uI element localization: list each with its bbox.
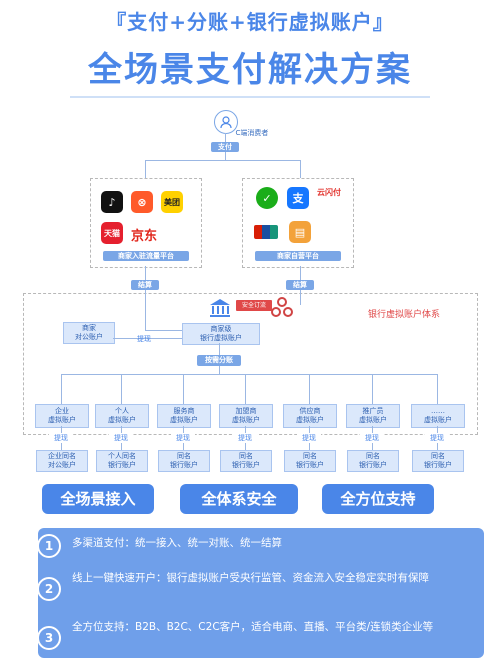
bottom-bank-account: 企业同名 对公账户 — [36, 450, 88, 472]
sub-virtual-account: 加盟商 虚拟账户 — [219, 404, 273, 428]
sub-virtual-account: 推广员 虚拟账户 — [346, 404, 400, 428]
connector-line — [437, 374, 438, 404]
bullet-text-1: 多渠道支付：统一接入、统一对账、统一结算 — [72, 537, 282, 549]
safe-tag: 安全订流 — [236, 300, 272, 311]
page-subtitle: 『支付+分账+银行虚拟账户』 — [106, 10, 394, 34]
bullet-text-3: 全方位支持：B2B、B2C、C2C客户，适合电商、直播、平台类/连锁类企业等 — [72, 621, 434, 633]
own-platform-label: 商家自营平台 — [255, 251, 341, 261]
bottom-bank-account: 同名 银行账户 — [220, 450, 272, 472]
meituan-icon: 美团 — [161, 191, 183, 213]
jd-icon: 京东 — [131, 229, 158, 244]
feature-full-support: 全方位支持 — [322, 484, 434, 514]
sub-virtual-account: …… 虚拟账户 — [411, 404, 465, 428]
withdraw-small-label: 提现 — [233, 433, 257, 443]
tiktok-icon: ♪ — [101, 191, 123, 213]
consumer-icon — [214, 110, 238, 134]
bottom-bank-account: 同名 银行账户 — [412, 450, 464, 472]
withdraw-small-label: 提现 — [171, 433, 195, 443]
sub-virtual-account: 企业 虚拟账户 — [35, 404, 89, 428]
connector-line — [309, 374, 310, 404]
system-title: 银行虚拟账户体系 — [368, 310, 441, 320]
safety-logo-icon — [270, 296, 294, 318]
traffic-platform-label: 商家入驻流量平台 — [103, 251, 189, 261]
connector-line — [372, 374, 373, 404]
kuaishou-icon: ⊗ — [131, 191, 153, 213]
pay-label: 支付 — [211, 142, 239, 152]
connector-line — [183, 374, 184, 404]
bullet-number-3: 3 — [37, 626, 61, 650]
alipay-icon: 支 — [287, 187, 309, 209]
page-title: 全场景支付解决方案 — [88, 50, 412, 90]
title-divider — [70, 96, 430, 98]
wechat-pay-icon: ✓ — [256, 187, 278, 209]
bank-icon — [208, 298, 232, 318]
sub-virtual-account: 供应商 虚拟账户 — [283, 404, 337, 428]
bottom-bank-account: 同名 银行账户 — [347, 450, 399, 472]
settle-left-label: 结算 — [131, 280, 159, 290]
tmall-icon: 天猫 — [101, 222, 123, 244]
card-icon: ▤ — [289, 221, 311, 243]
bottom-bank-account: 同名 银行账户 — [284, 450, 336, 472]
unionpay-quickpass-icon: 云闪付 — [317, 188, 341, 197]
feature-full-scene: 全场景接入 — [42, 484, 154, 514]
benefits-panel — [38, 528, 484, 658]
withdraw-label: 提现 — [137, 335, 151, 343]
bottom-bank-account: 个人同名 银行账户 — [96, 450, 148, 472]
connector-line — [121, 374, 122, 404]
bottom-bank-account: 同名 银行账户 — [158, 450, 210, 472]
bullet-number-2: 2 — [37, 577, 61, 601]
split-label: 按需分账 — [197, 355, 241, 366]
consumer-label: C端消费者 — [235, 129, 269, 137]
merchant-public-account: 商家 对公账户 — [63, 322, 115, 344]
unionpay-icon — [254, 225, 278, 239]
sub-virtual-account: 个人 虚拟账户 — [95, 404, 149, 428]
connector-line — [61, 374, 62, 404]
settle-right-label: 结算 — [286, 280, 314, 290]
bullet-text-2: 线上一键快速开户：银行虚拟账户受央行监管、资金流入安全稳定实时有保障 — [72, 572, 429, 584]
merchant-bank-virtual-account: 商家级 银行虚拟账户 — [182, 323, 260, 345]
withdraw-small-label: 提现 — [109, 433, 133, 443]
withdraw-small-label: 提现 — [360, 433, 384, 443]
connector-line — [245, 374, 246, 404]
withdraw-small-label: 提现 — [49, 433, 73, 443]
withdraw-small-label: 提现 — [425, 433, 449, 443]
feature-full-security: 全体系安全 — [180, 484, 298, 514]
own-platform-group — [242, 178, 354, 268]
sub-virtual-account: 服务商 虚拟账户 — [157, 404, 211, 428]
traffic-platform-group — [90, 178, 202, 268]
bullet-number-1: 1 — [37, 534, 61, 558]
withdraw-small-label: 提现 — [297, 433, 321, 443]
